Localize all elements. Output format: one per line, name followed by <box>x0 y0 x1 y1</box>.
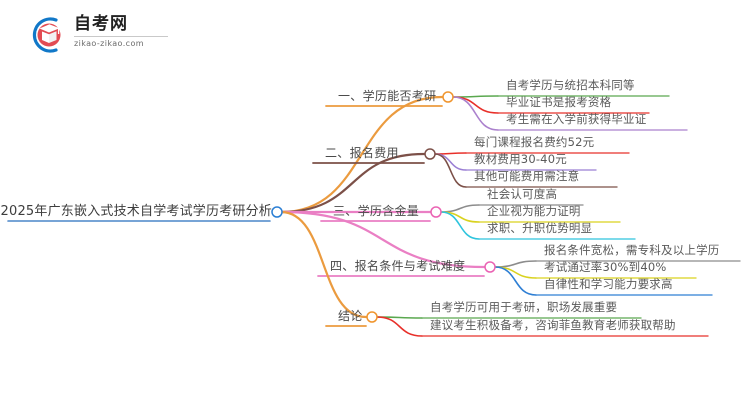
branch-node-label-2[interactable]: 二、报名费用 <box>325 146 399 160</box>
leaf-node-label-5-2[interactable]: 建议考生积极备考，咨询菲鱼教育老师获取帮助 <box>430 318 676 332</box>
leaf-node-label-3-3[interactable]: 求职、升职优势明显 <box>487 221 593 235</box>
leaf-node-label-3-1[interactable]: 社会认可度高 <box>487 187 558 201</box>
leaf-node-label-1-1[interactable]: 自考学历与统招本科同等 <box>506 78 635 92</box>
logo-site-name: 自考网 <box>74 14 128 34</box>
leaf-node-label-4-1[interactable]: 报名条件宽松，需专科及以上学历 <box>544 243 720 257</box>
branch-node-label-5[interactable]: 结论 <box>338 309 363 323</box>
leaf-node-label-4-3[interactable]: 自律性和学习能力要求高 <box>544 277 673 291</box>
leaf-node-label-2-2[interactable]: 教材费用30-40元 <box>474 152 567 166</box>
logo-site-url: zikao-zikao.com <box>74 39 144 48</box>
leaf-node-label-3-2[interactable]: 企业视为能力证明 <box>487 204 581 218</box>
branch-node-label-3[interactable]: 三、学历含金量 <box>333 204 420 218</box>
leaf-node-label-1-2[interactable]: 毕业证书是报考资格 <box>506 95 612 109</box>
site-logo: 自考网 zikao-zikao.com <box>26 12 168 58</box>
root-node-label[interactable]: 2025年广东嵌入式技术自学考试学历考研分析 <box>0 204 272 219</box>
leaf-node-label-1-3[interactable]: 考生需在入学前获得毕业证 <box>506 112 647 126</box>
logo-text-block: 自考网 zikao-zikao.com <box>74 14 170 56</box>
branch-node-label-1[interactable]: 一、学历能否考研 <box>338 89 437 103</box>
logo-divider <box>74 36 168 37</box>
branch-node-label-4[interactable]: 四、报名条件与考试难度 <box>330 259 466 273</box>
leaf-node-label-4-2[interactable]: 考试通过率30%到40% <box>544 260 667 274</box>
leaf-node-label-2-1[interactable]: 每门课程报名费约52元 <box>474 135 595 149</box>
leaf-node-label-2-3[interactable]: 其他可能费用需注意 <box>474 169 580 183</box>
leaf-node-label-5-1[interactable]: 自考学历可用于考研，职场发展重要 <box>430 300 618 314</box>
graduation-book-logo-icon <box>26 14 68 56</box>
